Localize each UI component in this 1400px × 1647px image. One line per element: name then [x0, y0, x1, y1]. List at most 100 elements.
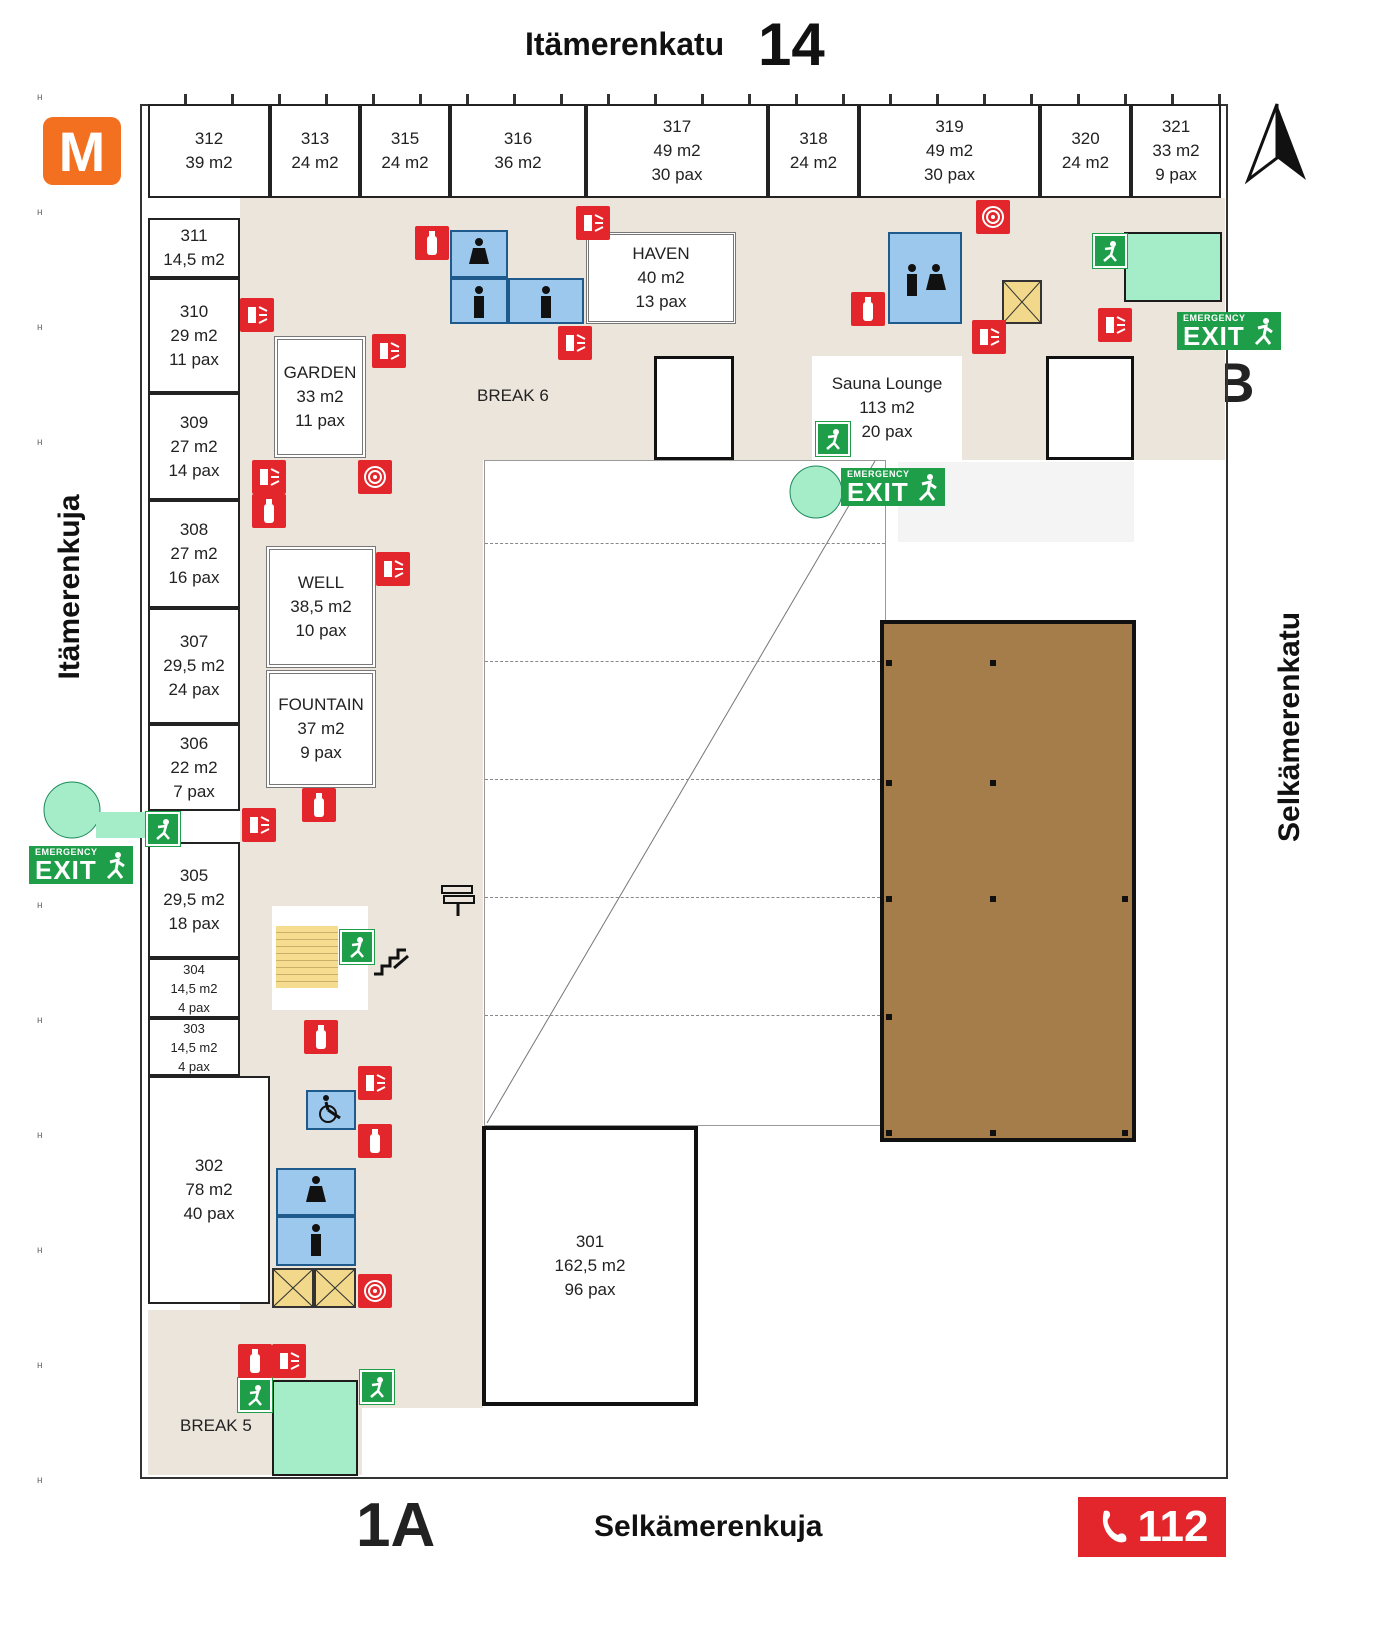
fire-alarm-icon — [358, 1066, 392, 1100]
street-number: 14 — [758, 11, 825, 78]
column — [1122, 1130, 1128, 1136]
room-number: 309 — [179, 412, 209, 432]
room-capacity: 9 pax — [300, 743, 342, 762]
fire-extinguisher-icon — [304, 1020, 338, 1054]
room-capacity: 30 pax — [651, 165, 703, 184]
room-317[interactable]: 317 49 m2 30 pax — [586, 104, 768, 198]
room-area: 27 m2 — [170, 436, 218, 456]
room-area: 14,5 m2 — [163, 250, 225, 269]
room-area: 49 m2 — [653, 141, 701, 160]
running-man-icon — [106, 852, 125, 880]
room-capacity: 11 pax — [295, 411, 345, 430]
room-area: 14,5 m2 — [170, 980, 218, 996]
male-wc-icon — [541, 286, 551, 318]
fire-hose-icon — [976, 200, 1010, 234]
metro-letter: M — [58, 119, 106, 183]
room-capacity: 18 pax — [168, 914, 220, 933]
room-area: 40 m2 — [637, 268, 685, 287]
phone-hand-icon — [1102, 1510, 1126, 1543]
break5-label: BREAK 5 — [180, 1416, 252, 1435]
room-number: 302 — [194, 1156, 224, 1175]
fire-alarm-icon — [242, 808, 276, 842]
margin-tick: н — [37, 1015, 43, 1026]
margin-tick: н — [37, 1245, 43, 1256]
room-capacity: 11 pax — [169, 349, 219, 369]
column — [886, 1130, 892, 1136]
room-area: 49 m2 — [925, 141, 974, 160]
exit-icon — [815, 421, 851, 457]
fire-alarm-icon — [272, 1344, 306, 1378]
room-302[interactable]: 302 78 m2 40 pax — [148, 1076, 270, 1304]
room-capacity: 40 pax — [183, 1204, 235, 1223]
margin-tick: н — [37, 1360, 43, 1371]
exit-icon — [1092, 233, 1128, 269]
room-area: 14,5 m2 — [170, 1039, 218, 1055]
exit-icon — [237, 1377, 273, 1413]
room-area: 37 m2 — [297, 719, 345, 738]
fire-alarm-icon — [240, 298, 274, 332]
elevator-icon — [1003, 281, 1041, 323]
room-number: 313 — [300, 129, 330, 148]
room-number: 316 — [503, 129, 533, 148]
room-garden[interactable]: GARDEN 33 m2 11 pax — [274, 336, 366, 458]
fire-extinguisher-icon — [238, 1344, 272, 1378]
fire-extinguisher-icon — [302, 788, 336, 822]
room-number: 320 — [1071, 129, 1100, 148]
room-area: 27 m2 — [170, 544, 218, 563]
column — [990, 1130, 996, 1136]
unisex-wc-icon — [907, 264, 946, 296]
fire-alarm-icon — [576, 206, 610, 240]
room-number: 317 — [662, 117, 692, 136]
room-name: GARDEN — [283, 363, 357, 382]
room-area: 38,5 m2 — [290, 597, 352, 616]
running-man-icon — [1254, 318, 1273, 346]
room-capacity: 24 pax — [168, 680, 220, 699]
elevator-bottom-2 — [314, 1268, 356, 1308]
wc-male-top-2 — [508, 278, 584, 324]
room-area: 33 m2 — [296, 387, 344, 406]
column — [886, 1014, 892, 1020]
fire-alarm-icon — [1098, 308, 1132, 342]
room-number: 308 — [179, 520, 209, 539]
column — [1122, 896, 1128, 902]
room-number: 321 — [1161, 117, 1191, 136]
male-wc-icon — [474, 286, 484, 318]
fire-hose-icon — [358, 460, 392, 494]
elevator-icon — [273, 1269, 313, 1307]
room-capacity: 30 pax — [923, 165, 976, 184]
room-number: 315 — [390, 129, 420, 148]
street-name: Itämerenkatu — [525, 26, 725, 62]
spiral-stair-icon — [43, 781, 101, 839]
central-staircase — [272, 906, 368, 1010]
room-number: 305 — [179, 866, 209, 885]
street-top-label: Itämerenkatu — [525, 26, 724, 63]
margin-tick: н — [37, 900, 43, 911]
female-wc-icon — [469, 238, 489, 264]
room-area: 78 m2 — [185, 1180, 233, 1199]
